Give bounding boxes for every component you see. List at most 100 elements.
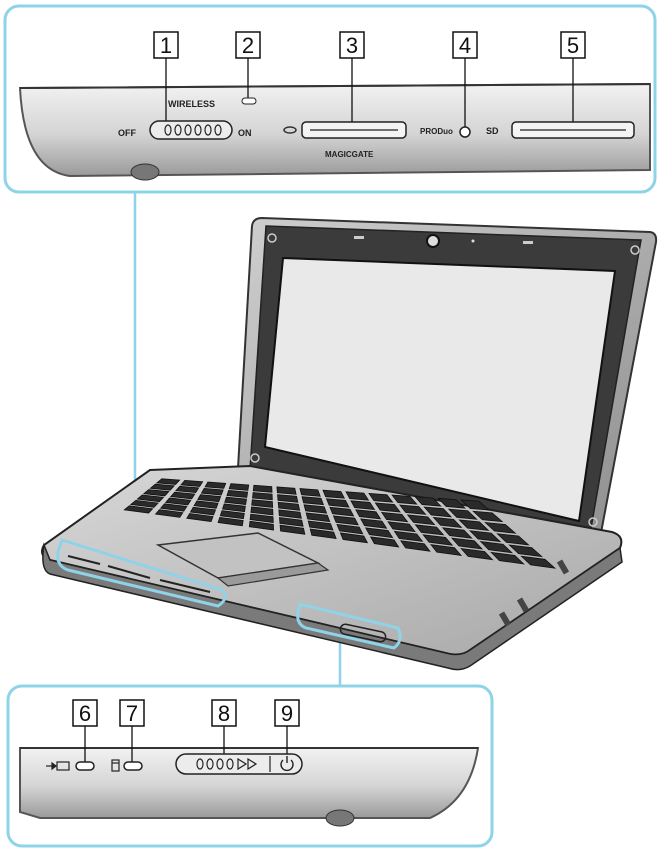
- callout-8: 8: [211, 699, 237, 727]
- keyboard-key: [364, 527, 394, 539]
- svg-text:8: 8: [218, 701, 230, 726]
- keyboard-key: [136, 494, 165, 503]
- keyboard-key: [414, 496, 442, 507]
- magicgate-label: MAGICGATE: [325, 150, 374, 159]
- power-icon: [280, 756, 294, 772]
- media-access-indicator: [459, 126, 471, 138]
- keyboard-key: [193, 500, 219, 509]
- keyboard-key: [398, 504, 427, 515]
- wireless-label: WIRELESS: [168, 99, 215, 109]
- svg-text:5: 5: [567, 33, 579, 58]
- off-label: OFF: [118, 128, 136, 138]
- keyboard-key: [414, 524, 445, 536]
- svg-text:7: 7: [126, 701, 138, 726]
- keyboard-key: [299, 488, 321, 497]
- keyboard-key: [345, 491, 370, 501]
- keyboard-key: [180, 480, 204, 487]
- keyboard-key: [484, 521, 517, 534]
- power-switch[interactable]: [175, 753, 303, 775]
- keyboard-key: [322, 489, 346, 499]
- keyboard-key: [309, 528, 337, 539]
- callout-4: 4: [452, 31, 478, 59]
- memory-stick-icon: [283, 126, 297, 134]
- keyboard-key: [432, 516, 463, 529]
- top-foot: [130, 163, 160, 181]
- svg-text:1: 1: [160, 33, 172, 58]
- keyboard-key: [149, 483, 176, 491]
- keyboard-key: [279, 517, 304, 527]
- svg-text:2: 2: [242, 33, 254, 58]
- keyboard-key: [226, 490, 249, 498]
- keyboard-key: [277, 494, 299, 503]
- drive-indicator-light: [123, 761, 143, 771]
- keyboard-key: [251, 499, 274, 508]
- top-detail-panel: 1 2 3 4 5 WIRELESS OFF ON MAGICGATE PROD…: [3, 4, 657, 194]
- keyboard-key: [224, 496, 247, 505]
- keyboard-key: [249, 513, 274, 523]
- bottom-detail-panel: 6 7 8 9: [6, 684, 494, 848]
- front-highlight-left: [56, 538, 227, 608]
- keyboard-key: [422, 534, 454, 546]
- keyboard-key: [200, 487, 224, 496]
- bottom-foot: [325, 809, 355, 827]
- keyboard-key: [350, 500, 376, 511]
- keyboard-key: [430, 544, 463, 556]
- keyboard-key: [332, 515, 359, 526]
- callout-9: 9: [274, 699, 300, 727]
- charge-icon: [46, 761, 70, 771]
- callout-1: 1: [153, 31, 179, 59]
- keyboard-key: [399, 540, 431, 552]
- keyboard-key: [159, 503, 188, 512]
- keyboard-key: [123, 505, 154, 514]
- keyboard-key: [276, 486, 297, 495]
- webcam-icon: [426, 234, 440, 248]
- touchpad-buttons: [216, 562, 330, 587]
- keyboard-key: [369, 536, 400, 548]
- keyboard-key: [169, 491, 196, 500]
- keyboard-key: [391, 494, 418, 505]
- side-ports: [498, 559, 570, 627]
- keyboard-key: [252, 492, 273, 501]
- keyboard-key: [155, 478, 181, 485]
- callout-3: 3: [339, 31, 365, 59]
- callout-6: 6: [72, 699, 98, 727]
- keyboard-key: [228, 483, 250, 491]
- sd-label: SD: [486, 126, 499, 136]
- keyboard-key: [305, 512, 331, 523]
- callout-5: 5: [560, 31, 586, 59]
- laptop-screen: [263, 256, 617, 523]
- keyboard-key: [468, 530, 502, 543]
- keyboard-key: [252, 484, 273, 493]
- keyboard-key: [508, 544, 543, 558]
- keyboard-key: [277, 501, 301, 511]
- keyboard-key: [406, 514, 436, 526]
- keyboard-key: [142, 489, 170, 497]
- keyboard-key: [387, 521, 416, 533]
- keyboard-key: [189, 506, 217, 516]
- front-switch-mini: [339, 623, 387, 643]
- wireless-switch[interactable]: [149, 120, 233, 140]
- keyboard-key: [460, 547, 494, 561]
- keyboard-key: [250, 506, 274, 516]
- keyboard-key: [175, 485, 200, 494]
- keyboard-key: [450, 537, 484, 550]
- keyboard-key: [380, 511, 409, 523]
- callout-7: 7: [119, 699, 145, 727]
- keyboard-key: [441, 527, 473, 539]
- keyboard-key: [393, 530, 424, 542]
- drive-icon: [111, 759, 120, 772]
- svg-text:4: 4: [459, 33, 471, 58]
- keyboard-key: [129, 499, 159, 508]
- front-highlight-right: [296, 602, 402, 650]
- keyboard-key: [186, 513, 214, 523]
- keyboard-key: [217, 516, 244, 527]
- keyboard-key: [360, 518, 388, 529]
- keyboard-key: [325, 498, 350, 508]
- keyboard-key: [374, 502, 401, 513]
- keyboard-key: [219, 510, 245, 520]
- keyboard-key: [336, 523, 364, 535]
- keyboard-key: [339, 532, 369, 544]
- svg-text:9: 9: [281, 701, 293, 726]
- keyboard-key: [496, 533, 530, 546]
